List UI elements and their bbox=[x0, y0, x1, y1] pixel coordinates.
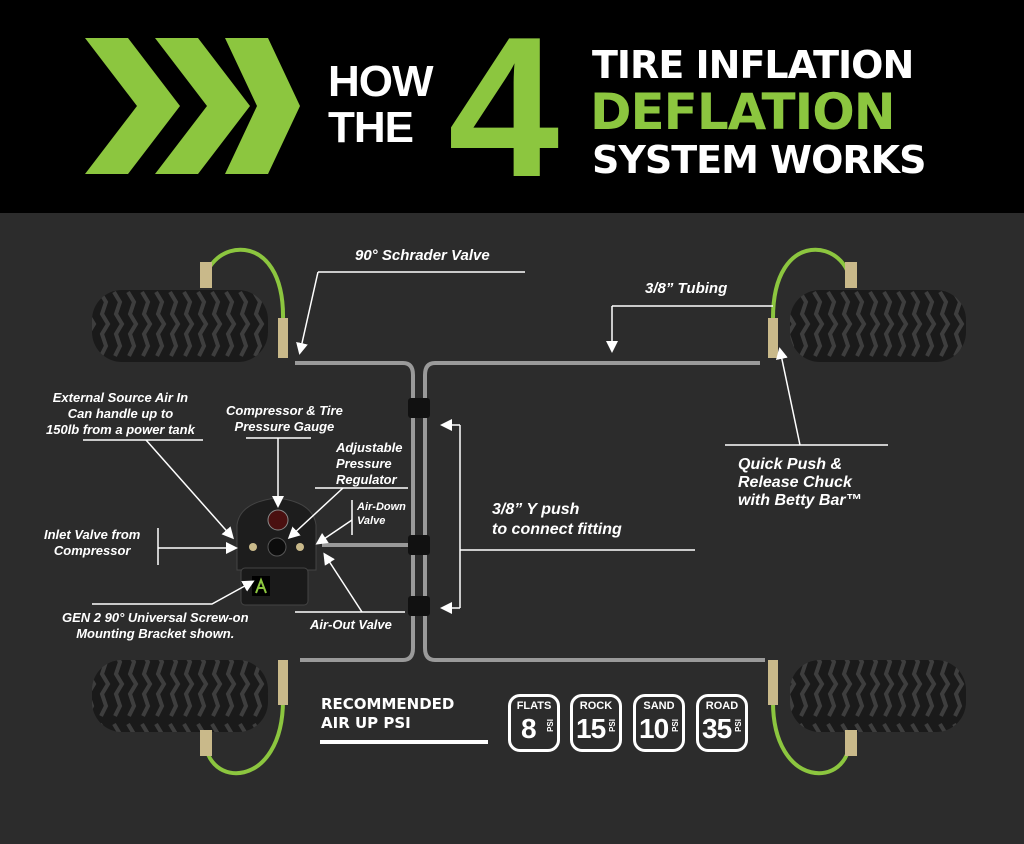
tire-front-left bbox=[92, 290, 268, 362]
label-bracket: GEN 2 90° Universal Screw-on Mounting Br… bbox=[62, 610, 249, 642]
label-line: Valve bbox=[357, 515, 386, 527]
valve-fittings bbox=[200, 262, 857, 756]
controller-unit bbox=[236, 497, 317, 606]
callout-lines bbox=[83, 271, 888, 614]
tubing bbox=[295, 361, 765, 662]
label-line: Can handle up to bbox=[67, 406, 174, 421]
badge-unit: PSI bbox=[671, 719, 680, 732]
title-the: THE bbox=[328, 103, 414, 152]
label-line: Compressor & Tire bbox=[226, 403, 343, 418]
label-line: GEN 2 90° Universal Screw-on bbox=[62, 610, 249, 625]
badge-unit: PSI bbox=[608, 719, 617, 732]
brand-logo-icon bbox=[255, 577, 267, 594]
header-banner: HOW THE 4 TIRE INFLATION DEFLATION SYSTE… bbox=[0, 0, 1024, 213]
label-line: Quick Push & bbox=[738, 456, 843, 473]
tire-front-right bbox=[790, 290, 966, 362]
tire-rear-right bbox=[790, 660, 966, 732]
label-line: Mounting Bracket shown. bbox=[76, 626, 235, 641]
badge-value: 35 bbox=[702, 713, 732, 744]
label-air-down-valve: Air-Down Valve bbox=[357, 500, 406, 528]
label-line: Pressure bbox=[336, 456, 392, 471]
title-number: 4 bbox=[448, 0, 560, 219]
chevrons-icon bbox=[85, 38, 300, 174]
recommended-underline bbox=[320, 740, 488, 744]
label-line: 3/8” Y push bbox=[492, 501, 580, 518]
label-regulator: Adjustable Pressure Regulator bbox=[336, 440, 402, 488]
label-line: to connect fitting bbox=[492, 521, 622, 538]
y-fittings bbox=[408, 398, 430, 616]
label-line: Release Chuck bbox=[738, 474, 852, 491]
badge-label: SAND bbox=[643, 700, 675, 712]
title-line1: TIRE INFLATION bbox=[592, 43, 914, 87]
label-chuck: Quick Push & Release Chuck with Betty Ba… bbox=[738, 456, 862, 510]
badge-value: 8 bbox=[521, 713, 537, 744]
badge-label: ROAD bbox=[705, 700, 739, 712]
title-how: HOW bbox=[328, 57, 434, 106]
label-line: Pressure Gauge bbox=[234, 419, 335, 434]
label-line: Regulator bbox=[336, 472, 397, 487]
label-line: with Betty Bar™ bbox=[738, 492, 862, 509]
recommended-title-2: AIR UP PSI bbox=[321, 714, 411, 732]
title-line2: DEFLATION bbox=[590, 83, 896, 141]
badge-unit: PSI bbox=[546, 719, 555, 732]
label-line: External Source Air In bbox=[52, 390, 189, 405]
label-y-push: 3/8” Y push to connect fitting bbox=[492, 500, 622, 540]
badge-value: 10 bbox=[639, 713, 669, 744]
label-schrader-valve: 90° Schrader Valve bbox=[355, 247, 490, 264]
label-line: 150lb from a power tank bbox=[46, 422, 195, 437]
label-tubing: 3/8” Tubing bbox=[645, 280, 728, 297]
label-line: Adjustable bbox=[336, 440, 403, 455]
label-external-source: External Source Air In Can handle up to … bbox=[46, 390, 195, 438]
psi-badge-rock: ROCK 15 PSI bbox=[570, 694, 622, 752]
badge-unit: PSI bbox=[734, 719, 743, 732]
badge-label: FLATS bbox=[516, 700, 552, 712]
label-gauge: Compressor & Tire Pressure Gauge bbox=[226, 403, 343, 435]
badge-label: ROCK bbox=[579, 700, 613, 712]
psi-badge-flats: FLATS 8 PSI bbox=[508, 694, 560, 752]
recommended-title-1: RECOMMENDED bbox=[321, 695, 455, 713]
tire-rear-left bbox=[92, 660, 268, 732]
psi-badge-sand: SAND 10 PSI bbox=[633, 694, 685, 752]
label-line: Compressor bbox=[53, 543, 131, 558]
label-inlet-valve: Inlet Valve from Compressor bbox=[44, 527, 140, 559]
psi-badge-road: ROAD 35 PSI bbox=[696, 694, 748, 752]
label-line: Inlet Valve from bbox=[44, 527, 141, 542]
label-line: Air-Down bbox=[357, 501, 406, 513]
badge-value: 15 bbox=[576, 713, 606, 744]
title-line3: SYSTEM WORKS bbox=[592, 138, 926, 182]
label-air-out-valve: Air-Out Valve bbox=[310, 617, 392, 632]
